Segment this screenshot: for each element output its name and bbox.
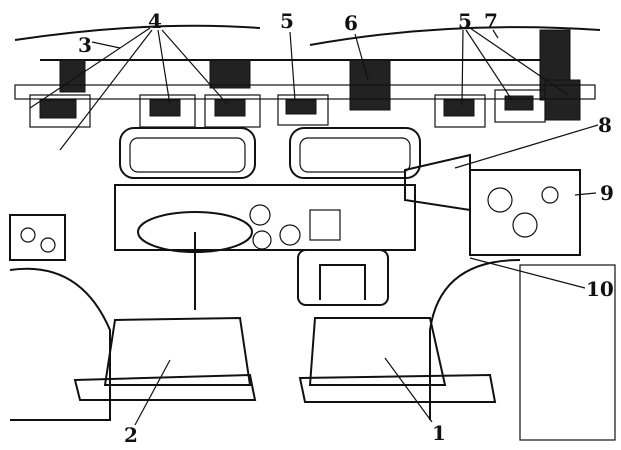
wheel-arch-right — [429, 259, 521, 420]
leader-lines — [29, 27, 599, 426]
radio-panel-9 — [469, 169, 581, 256]
dashboard — [114, 184, 416, 251]
side-door — [519, 264, 616, 441]
driver-seat — [103, 316, 252, 386]
dashboard-gauges — [249, 204, 341, 250]
callout-3: 3 — [78, 33, 92, 57]
periscope-rail — [14, 84, 596, 100]
callout-1: 1 — [432, 421, 446, 445]
callout-8: 8 — [598, 113, 612, 137]
roof-edge-right — [309, 26, 601, 46]
roof-edge-left — [14, 24, 261, 41]
callout-7: 7 — [484, 9, 498, 33]
callout-10: 10 — [586, 277, 614, 301]
transmission-cover — [297, 249, 389, 306]
callout-9: 9 — [600, 181, 614, 205]
wheel-arch-left — [9, 267, 111, 421]
callout-5-right: 5 — [458, 9, 472, 33]
windshield-left — [119, 127, 256, 179]
callout-5-left: 5 — [280, 9, 294, 33]
left-instrument-panel — [9, 214, 66, 261]
control-box-8 — [404, 153, 471, 212]
windshield-right — [289, 127, 421, 179]
commander-seat — [308, 317, 447, 386]
callout-4: 4 — [148, 9, 162, 33]
callout-2: 2 — [124, 423, 138, 447]
periscope-blocks — [29, 59, 581, 128]
callout-6: 6 — [344, 11, 358, 35]
